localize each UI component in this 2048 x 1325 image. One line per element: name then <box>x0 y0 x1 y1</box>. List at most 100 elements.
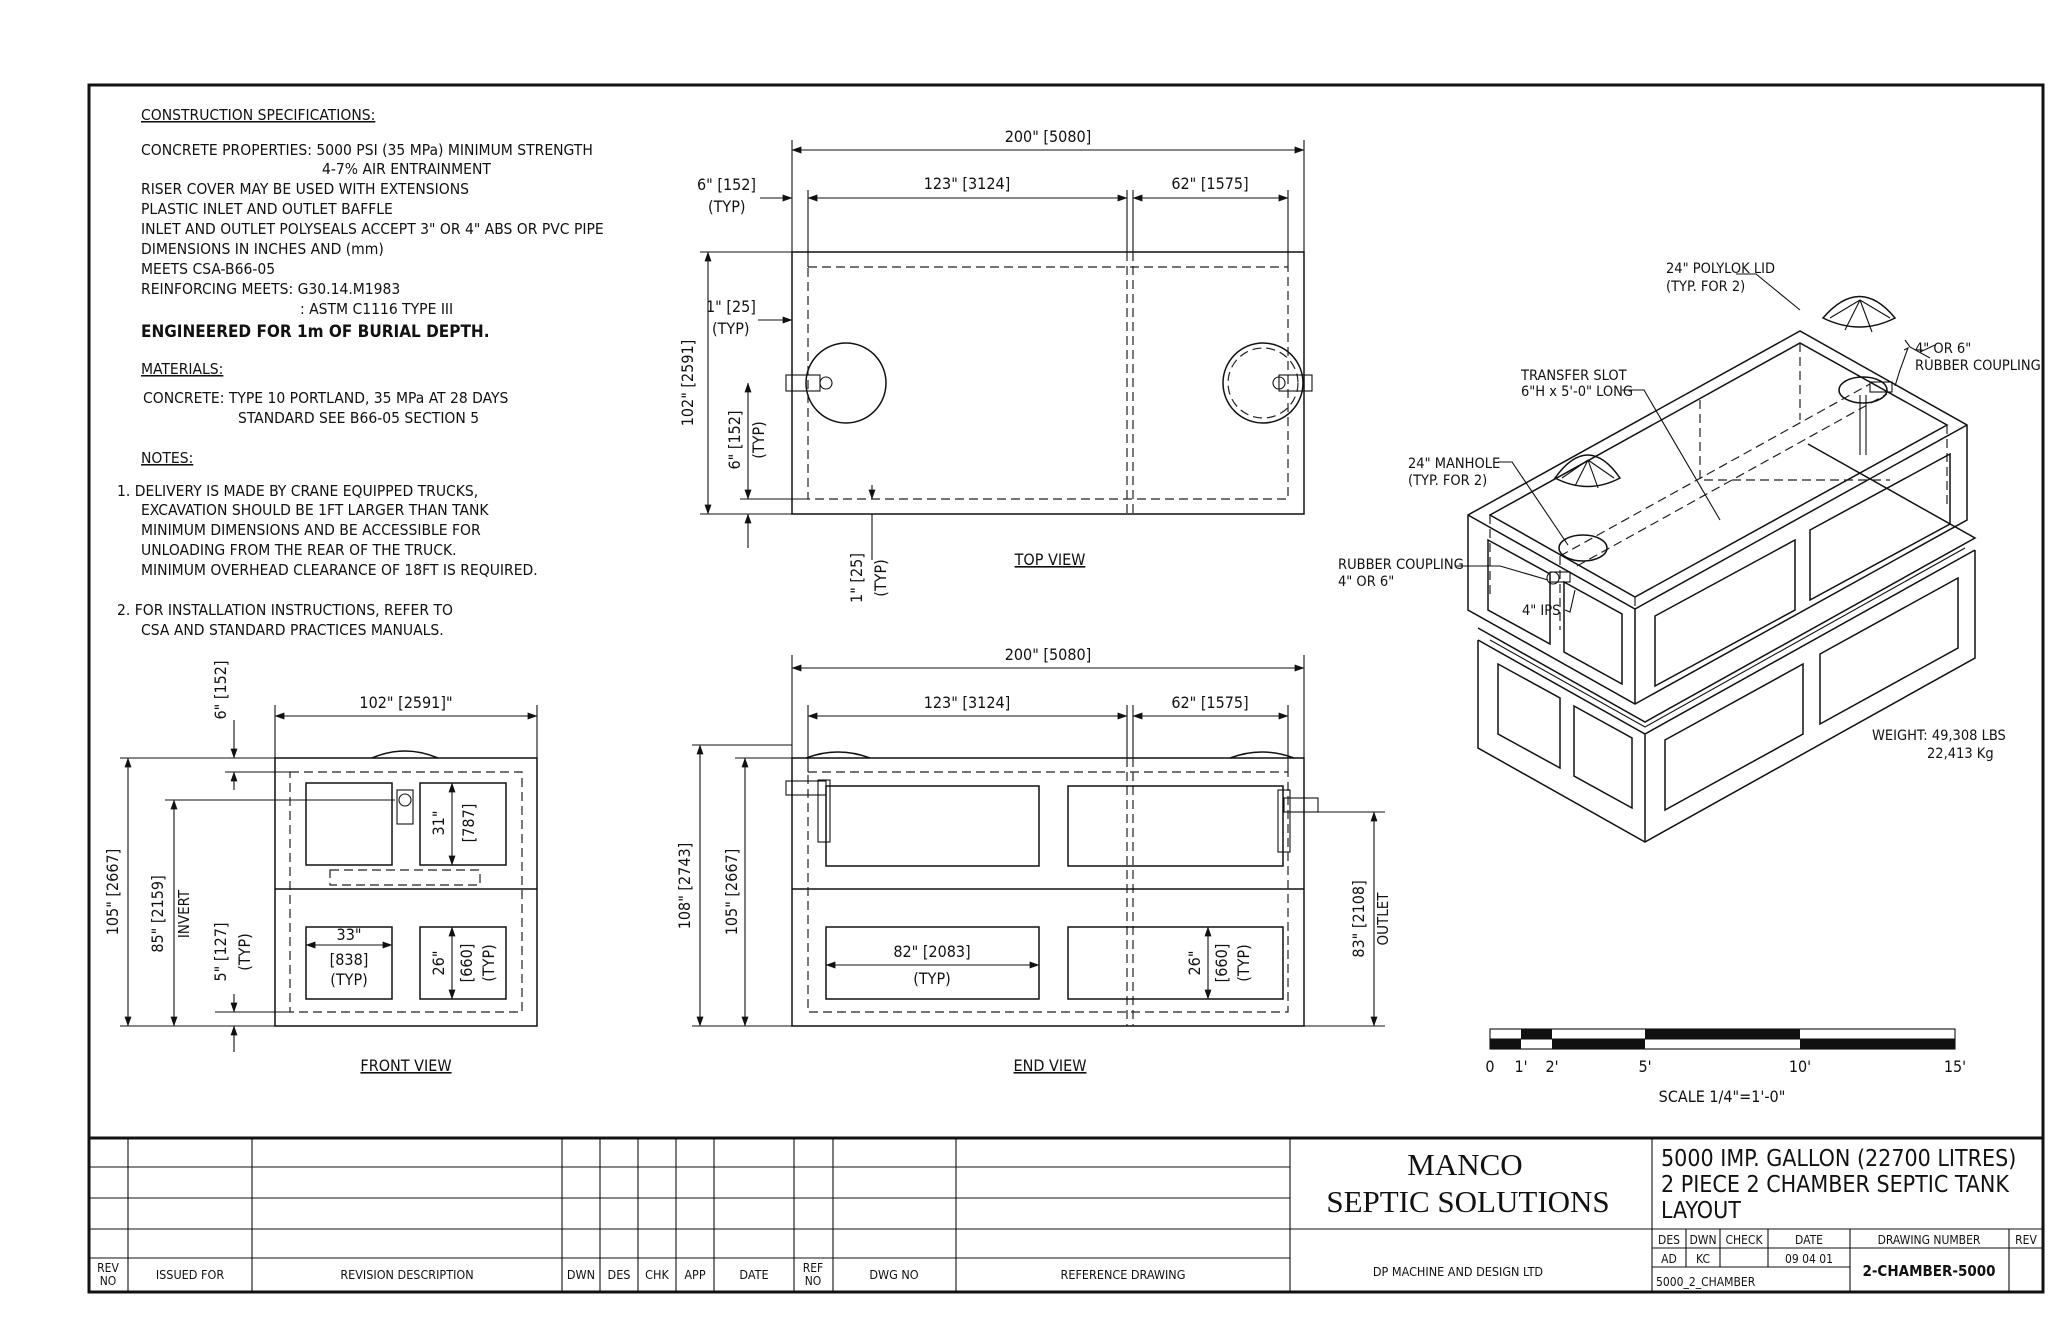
rev-header: REVISION DESCRIPTION <box>340 1267 473 1282</box>
scale-tick: 0 <box>1485 1057 1494 1076</box>
rev-header: DATE <box>739 1267 768 1282</box>
front-view: 102" [2591]" 105" [2667] 85" [2159] INVE… <box>103 660 538 1075</box>
upper-panel <box>305 782 393 866</box>
spec-line: RISER COVER MAY BE USED WITH EXTENSIONS <box>141 180 469 198</box>
outlet-pipe-end <box>1272 376 1286 390</box>
outlet-pipe <box>1278 374 1313 392</box>
drawing-title: 2 PIECE 2 CHAMBER SEPTIC TANK <box>1661 1172 2009 1198</box>
manhole-ring <box>1838 376 1888 404</box>
spec-line: CONCRETE PROPERTIES: 5000 PSI (35 MPa) M… <box>141 141 593 159</box>
drawing-title: 5000 IMP. GALLON (22700 LITRES) <box>1661 1146 2016 1172</box>
spec-line: PLASTIC INLET AND OUTLET BAFFLE <box>141 200 393 218</box>
upper-panel <box>825 785 1040 867</box>
tb-col-header: CHECK <box>1725 1233 1763 1247</box>
iso-lid-label: 24" POLYLOK LID <box>1666 261 1775 277</box>
rev-header: CHK <box>645 1267 669 1282</box>
dim-bottom-typ: (TYP) <box>871 559 890 597</box>
dim-end-outer-h: 108" [2743] <box>675 843 694 930</box>
note-line: CSA AND STANDARD PRACTICES MANUALS. <box>141 621 444 639</box>
dim-panel-typ: (TYP) <box>913 969 951 988</box>
upper-piece <box>1467 330 1968 705</box>
dim-end-inner-h: 105" [2667] <box>722 849 741 936</box>
materials-heading: MATERIALS: <box>141 360 223 378</box>
file-name: 5000_2_CHAMBER <box>1656 1275 1756 1289</box>
designer-name: DP MACHINE AND DESIGN LTD <box>1373 1264 1543 1279</box>
outlet-baffle <box>1277 789 1291 853</box>
lid-top <box>371 750 439 759</box>
end-view: 200" [5080] 123" [3124] 62" [1575] 108" … <box>675 645 1392 1075</box>
rev-header: APP <box>684 1267 705 1282</box>
ref-header: REFERENCE DRAWING <box>1061 1267 1186 1282</box>
dim-tank-width: 102" [2591] <box>678 340 697 427</box>
dim-lower-h: 26" <box>429 951 448 976</box>
iso-slot-label: TRANSFER SLOT <box>1520 368 1628 384</box>
dim-pipe: 6" [152] <box>725 410 744 469</box>
scale-tick: 15' <box>1944 1057 1966 1076</box>
spec-line: : ASTM C1116 TYPE III <box>300 300 453 318</box>
dim-wall: 1" [25] <box>706 297 756 316</box>
dim-wall-typ: (TYP) <box>712 319 750 338</box>
manhole-ring <box>1558 534 1608 562</box>
lower-panel <box>305 926 393 1000</box>
tb-col-value: 09 04 01 <box>1785 1252 1833 1266</box>
dim-front-width: 102" [2591]" <box>359 693 452 712</box>
manhole-circle <box>805 342 887 424</box>
iso-lid-typ: (TYP. FOR 2) <box>1666 279 1745 295</box>
rev-header: ISSUED FOR <box>156 1267 224 1282</box>
iso-slot-dim: 6"H x 5'-0" LONG <box>1521 384 1633 400</box>
dim-front-height: 105" [2667] <box>103 849 122 936</box>
specifications-block: CONSTRUCTION SPECIFICATIONS: CONCRETE PR… <box>117 106 604 639</box>
panel <box>1487 538 1551 646</box>
dim-invert-label: INVERT <box>175 889 193 938</box>
dim-lower-w-mm: [838] <box>330 950 369 969</box>
scale-tick: 2' <box>1545 1057 1558 1076</box>
tank-inner-wall <box>289 771 523 1013</box>
isometric-view: 24" POLYLOK LID (TYP. FOR 2) 4" OR 6" RU… <box>1338 261 2041 843</box>
inlet-pipe <box>785 374 821 392</box>
dim-upper-h: 31" <box>429 811 448 836</box>
note-line: MINIMUM OVERHEAD CLEARANCE OF 18FT IS RE… <box>141 561 538 579</box>
dim-lower-w: 33" <box>337 925 362 944</box>
lower-panel <box>1067 926 1284 1000</box>
panel <box>1809 452 1951 602</box>
sheet-border <box>87 83 2045 1294</box>
top-view-label: TOP VIEW <box>1014 550 1086 569</box>
lid-top <box>1229 751 1295 759</box>
dim-outlet-label: OUTLET <box>1374 892 1392 946</box>
rubber-coupling <box>1546 571 1560 585</box>
dim-panel-h-typ: (TYP) <box>1234 944 1253 982</box>
dim-chamber1: 123" [3124] <box>924 174 1011 193</box>
panel <box>1563 580 1623 686</box>
drawing-title: LAYOUT <box>1661 1198 1741 1224</box>
panel <box>1819 576 1959 726</box>
manhole-circle-dashed <box>1227 347 1299 419</box>
note-line: UNLOADING FROM THE REAR OF THE TRUCK. <box>141 541 457 559</box>
tank-inner-wall <box>807 266 1289 500</box>
rev-header-rev: REV <box>97 1261 119 1275</box>
spec-line: INLET AND OUTLET POLYSEALS ACCEPT 3" OR … <box>141 220 604 238</box>
dim-chamber2: 62" [1575] <box>1171 693 1248 712</box>
specs-heading: CONSTRUCTION SPECIFICATIONS: <box>141 106 375 124</box>
spec-line: MEETS CSA-B66-05 <box>141 260 275 278</box>
panel <box>1664 662 1804 812</box>
panel <box>1654 538 1796 688</box>
drawing-number: 2-CHAMBER-5000 <box>1862 1262 1995 1280</box>
upper-panel <box>1067 785 1284 867</box>
dim-edge-typ: (TYP) <box>708 197 746 216</box>
tb-col-header: DES <box>1658 1233 1680 1247</box>
dim-base: 5" [127] <box>211 922 230 981</box>
title-block: REV NO ISSUED FOR REVISION DESCRIPTION D… <box>89 1136 2043 1292</box>
panel <box>1573 704 1633 810</box>
materials-line: STANDARD SEE B66-05 SECTION 5 <box>238 409 479 427</box>
dim-bottom: 1" [25] <box>847 553 866 603</box>
ref-header-ref: REF <box>803 1261 824 1275</box>
drawing-number-label: DRAWING NUMBER <box>1878 1233 1981 1247</box>
rev-header: DWN <box>567 1267 595 1282</box>
scale-bar: 0 1' 2' 5' 10' 15' SCALE 1/4"=1'-0" <box>1485 1028 1966 1106</box>
tb-col-header: DATE <box>1795 1233 1823 1247</box>
iso-weight-kg: 22,413 Kg <box>1927 746 1994 762</box>
ref-header: DWG NO <box>869 1267 918 1282</box>
dim-top: 6" [152] <box>211 660 230 719</box>
spec-line: REINFORCING MEETS: G30.14.M1983 <box>141 280 400 298</box>
